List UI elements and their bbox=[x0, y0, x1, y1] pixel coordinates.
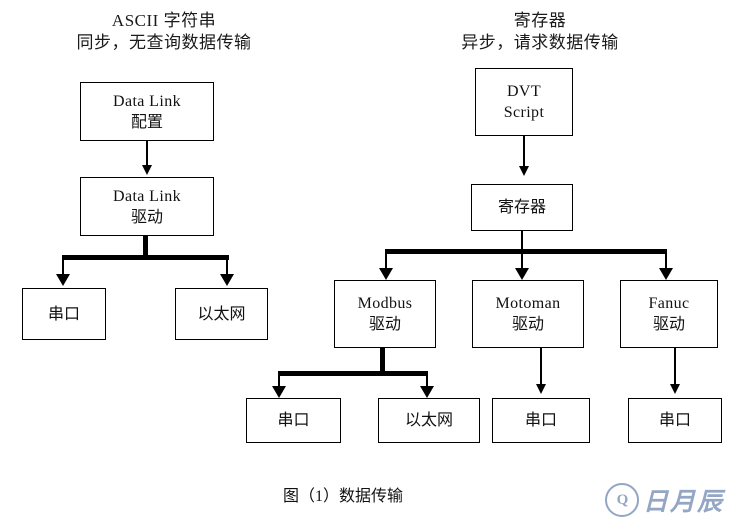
arrowhead-fanuc-to-serial bbox=[670, 384, 680, 394]
right-header-line1: 寄存器 bbox=[513, 11, 567, 30]
node-data-link-driver-line2: 驱动 bbox=[130, 208, 163, 226]
node-ethernet-modbus-label: 以太网 bbox=[404, 412, 453, 429]
node-fanuc-driver-line1: Fanuc bbox=[648, 295, 690, 312]
node-fanuc-driver-line2: 驱动 bbox=[652, 316, 685, 333]
node-serial-motoman[interactable]: 串口 bbox=[492, 398, 590, 443]
node-motoman-driver-line2: 驱动 bbox=[511, 316, 544, 333]
figure-caption: 图（1）数据传输 bbox=[283, 488, 404, 505]
logo-text: 日月辰 bbox=[643, 489, 725, 516]
watermark-logo: Q 日月辰 bbox=[605, 482, 724, 518]
node-data-link-config[interactable]: Data Link 配置 bbox=[80, 82, 214, 141]
connector-modbus-to-serial bbox=[278, 371, 280, 391]
node-ethernet-left-label: 以太网 bbox=[197, 305, 246, 323]
node-modbus-driver[interactable]: Modbus 驱动 bbox=[334, 280, 436, 348]
connector-driver-stem bbox=[143, 236, 148, 259]
node-motoman-driver[interactable]: Motoman 驱动 bbox=[472, 280, 584, 348]
arrowhead-register-to-modbus bbox=[379, 268, 393, 280]
node-modbus-driver-line1: Modbus bbox=[357, 295, 413, 312]
node-ethernet-left[interactable]: 以太网 bbox=[175, 288, 268, 340]
node-register-label: 寄存器 bbox=[497, 199, 546, 216]
node-serial-modbus-label: 串口 bbox=[277, 412, 310, 429]
connector-driver-bus bbox=[62, 255, 229, 260]
node-data-link-driver-line1: Data Link bbox=[112, 187, 182, 205]
node-data-link-config-line1: Data Link bbox=[112, 92, 182, 110]
connector-driver-to-ethernet bbox=[226, 255, 228, 277]
connector-motoman-to-serial bbox=[540, 348, 542, 388]
node-motoman-driver-line1: Motoman bbox=[495, 295, 561, 312]
connector-fanuc-to-serial bbox=[674, 348, 676, 388]
left-header: ASCII 字符串 同步，无查询数据传输 bbox=[24, 10, 304, 54]
node-register[interactable]: 寄存器 bbox=[471, 184, 573, 231]
arrowhead-config-to-driver bbox=[142, 165, 152, 175]
connector-register-to-fanuc bbox=[665, 249, 667, 271]
right-header: 寄存器 异步，请求数据传输 bbox=[400, 10, 680, 54]
arrowhead-dvt-to-register bbox=[519, 166, 529, 176]
left-header-line2: 同步，无查询数据传输 bbox=[76, 33, 252, 52]
connector-register-stem bbox=[521, 231, 523, 253]
node-serial-motoman-label: 串口 bbox=[524, 412, 557, 429]
connector-modbus-bus bbox=[278, 371, 428, 376]
node-serial-modbus[interactable]: 串口 bbox=[246, 398, 341, 443]
connector-register-to-motoman bbox=[521, 249, 523, 271]
connector-register-to-modbus bbox=[385, 249, 387, 271]
connector-driver-to-serial bbox=[62, 255, 64, 277]
node-serial-fanuc[interactable]: 串口 bbox=[628, 398, 722, 443]
arrowhead-driver-to-serial bbox=[56, 274, 70, 286]
node-dvt-script[interactable]: DVT Script bbox=[475, 68, 573, 136]
node-dvt-script-line2: Script bbox=[503, 104, 545, 121]
node-modbus-driver-line2: 驱动 bbox=[368, 316, 401, 333]
connector-modbus-stem bbox=[380, 348, 385, 375]
node-data-link-config-line2: 配置 bbox=[130, 113, 163, 131]
node-serial-left-label: 串口 bbox=[47, 305, 80, 323]
arrowhead-register-to-motoman bbox=[515, 268, 529, 280]
arrowhead-driver-to-ethernet bbox=[220, 274, 234, 286]
node-serial-left[interactable]: 串口 bbox=[22, 288, 106, 340]
arrowhead-modbus-to-serial bbox=[272, 386, 286, 398]
arrowhead-motoman-to-serial bbox=[536, 384, 546, 394]
connector-modbus-to-ethernet bbox=[426, 371, 428, 391]
right-header-line2: 异步，请求数据传输 bbox=[461, 33, 619, 52]
left-header-line1: ASCII 字符串 bbox=[111, 11, 217, 30]
connector-dvt-to-register bbox=[523, 136, 525, 169]
logo-circle-icon: Q bbox=[605, 483, 639, 517]
node-fanuc-driver[interactable]: Fanuc 驱动 bbox=[620, 280, 718, 348]
connector-register-bus bbox=[385, 249, 667, 254]
arrowhead-modbus-to-ethernet bbox=[420, 386, 434, 398]
node-serial-fanuc-label: 串口 bbox=[658, 412, 691, 429]
node-ethernet-modbus[interactable]: 以太网 bbox=[378, 398, 480, 443]
node-data-link-driver[interactable]: Data Link 驱动 bbox=[80, 177, 214, 236]
connector-config-to-driver bbox=[146, 141, 148, 168]
arrowhead-register-to-fanuc bbox=[659, 268, 673, 280]
node-dvt-script-line1: DVT bbox=[506, 83, 542, 100]
